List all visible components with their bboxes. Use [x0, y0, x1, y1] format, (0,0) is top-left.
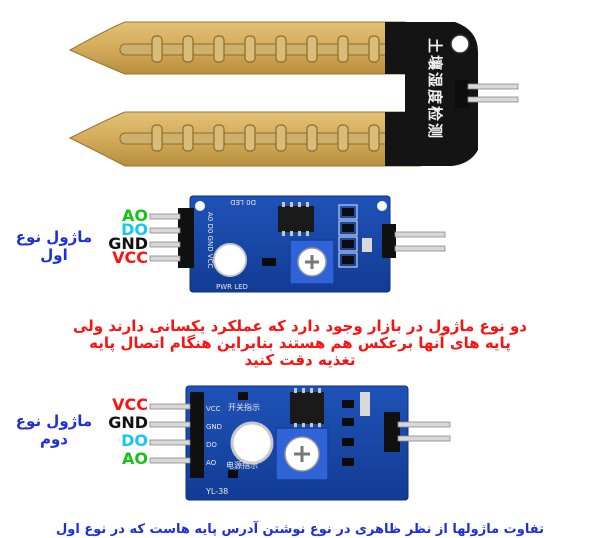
probe-pad [337, 35, 349, 63]
module1-silk-side: A0 D0 GND VCC [206, 212, 214, 268]
module1-pin-label-gnd: GND [108, 234, 148, 253]
probe-pad [368, 35, 380, 63]
module2-silk-model: YL-38 [205, 487, 228, 496]
module2-silk-mid: 电源指示 [226, 460, 258, 470]
probe-pad [244, 35, 256, 63]
warning-note: دو نوع ماژول در بازار وجود دارد که عملکر… [10, 318, 590, 369]
module2-silk-pin-vcc: VCC [206, 405, 221, 413]
module2-silk-top: 开关指示 [228, 402, 260, 412]
module1-pin-label-do: DO [121, 220, 148, 239]
soil-probe: 土壤湿度检测 [68, 21, 519, 167]
probe-pad [151, 35, 163, 63]
note-line1: دو نوع ماژول در بازار وجود دارد که عملکر… [72, 317, 528, 335]
module2-pin-label-vcc: VCC [112, 395, 148, 414]
module-type1-board: D0 LED A0 D0 GND VCC PWR LED [149, 195, 446, 293]
mounting-hole [450, 34, 470, 54]
probe-pad [306, 124, 318, 152]
probe-pad [182, 35, 194, 63]
module1-title-line1: ماژول نوع [15, 228, 93, 246]
probe-pad [213, 124, 225, 152]
module2-silk-pin-do: DO [206, 441, 217, 449]
module1-title-line2: اول [40, 246, 68, 264]
module1-title: ماژول نوع اول [6, 228, 102, 264]
module1-silk-bottom: PWR LED [216, 283, 248, 291]
module2-pin-label-do: DO [121, 431, 148, 450]
probe-pad [337, 124, 349, 152]
note-line2: پایه های آنها برعکس هم هستند بنابراین هن… [89, 334, 511, 352]
probe-chip-label: 土壤湿度检测 [426, 38, 444, 140]
module-type2-board: VCC GND DO AO 开关指示 电源指示 YL-38 [149, 385, 451, 501]
probe-head [385, 22, 478, 166]
module2-title-line1: ماژول نوع [15, 412, 93, 430]
note-line3: تغذیه دقت کنید [244, 351, 356, 369]
probe-pad [213, 35, 225, 63]
module1-pin-label-ao: AO [122, 206, 148, 225]
probe-pad [275, 35, 287, 63]
module2-title-line2: دوم [39, 430, 68, 448]
probe-pad [151, 124, 163, 152]
bottom-note: تفاوت ماژولها از نظر ظاهری در نوع نوشتن … [56, 522, 544, 537]
module1-silk-top: D0 LED [230, 198, 256, 206]
module2-pin-label-gnd: GND [108, 413, 148, 432]
module2-pin-label-ao: AO [122, 449, 148, 468]
module2-silk-pin-gnd: GND [206, 423, 222, 431]
module2-title: ماژول نوع دوم [6, 412, 102, 448]
module2-silk-pin-ao: AO [206, 459, 217, 467]
probe-pad [244, 124, 256, 152]
probe-pad [182, 124, 194, 152]
module1-pin-label-vcc: VCC [112, 248, 148, 267]
probe-pad [368, 124, 380, 152]
probe-pad [275, 124, 287, 152]
probe-pad [306, 35, 318, 63]
